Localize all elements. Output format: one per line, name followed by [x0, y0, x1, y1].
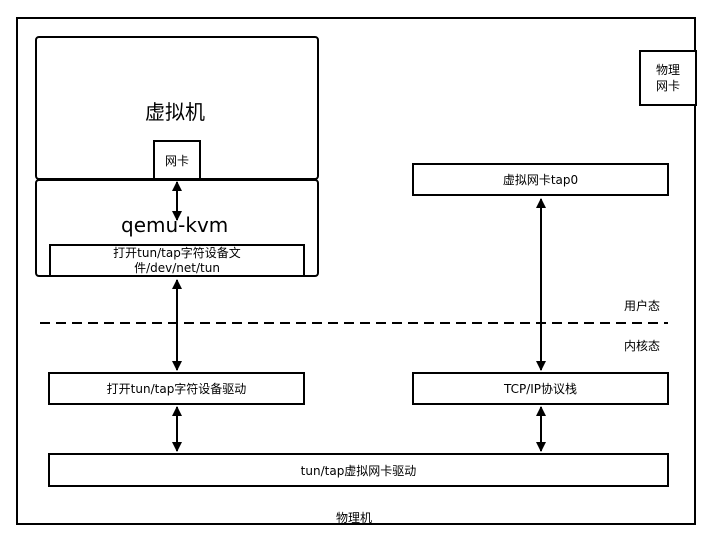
tcpip-stack-box: TCP/IP协议栈	[412, 372, 669, 405]
open-tun-file-line2: 件/dev/net/tun	[134, 260, 220, 275]
physical-nic-label-line1: 物理	[655, 63, 680, 77]
physical-machine-frame	[16, 17, 696, 525]
vm-title: 虚拟机	[145, 100, 205, 124]
tap0-box: 虚拟网卡tap0	[412, 163, 669, 196]
vm-nic-label: 网卡	[164, 153, 189, 168]
vm-nic-box: 网卡	[153, 140, 201, 180]
user-space-label: 用户态	[624, 299, 661, 313]
physical-nic-box: 物理 网卡	[639, 50, 697, 106]
tun-tap-driver-label: tun/tap虚拟网卡驱动	[300, 463, 417, 478]
tcpip-stack-label: TCP/IP协议栈	[503, 382, 578, 396]
open-tun-file-box: 打开tun/tap字符设备文 件/dev/net/tun	[49, 244, 305, 277]
kernel-space-label: 内核态	[624, 339, 661, 353]
physical-machine-label: 物理机	[336, 511, 373, 525]
open-tun-driver-label: 打开tun/tap字符设备驱动	[106, 382, 247, 396]
physical-nic-label-line2: 网卡	[655, 79, 680, 93]
tun-tap-driver-box: tun/tap虚拟网卡驱动	[48, 453, 669, 487]
open-tun-driver-box: 打开tun/tap字符设备驱动	[48, 372, 305, 405]
tap0-label: 虚拟网卡tap0	[502, 173, 579, 187]
open-tun-file-line1: 打开tun/tap字符设备文	[113, 245, 241, 260]
